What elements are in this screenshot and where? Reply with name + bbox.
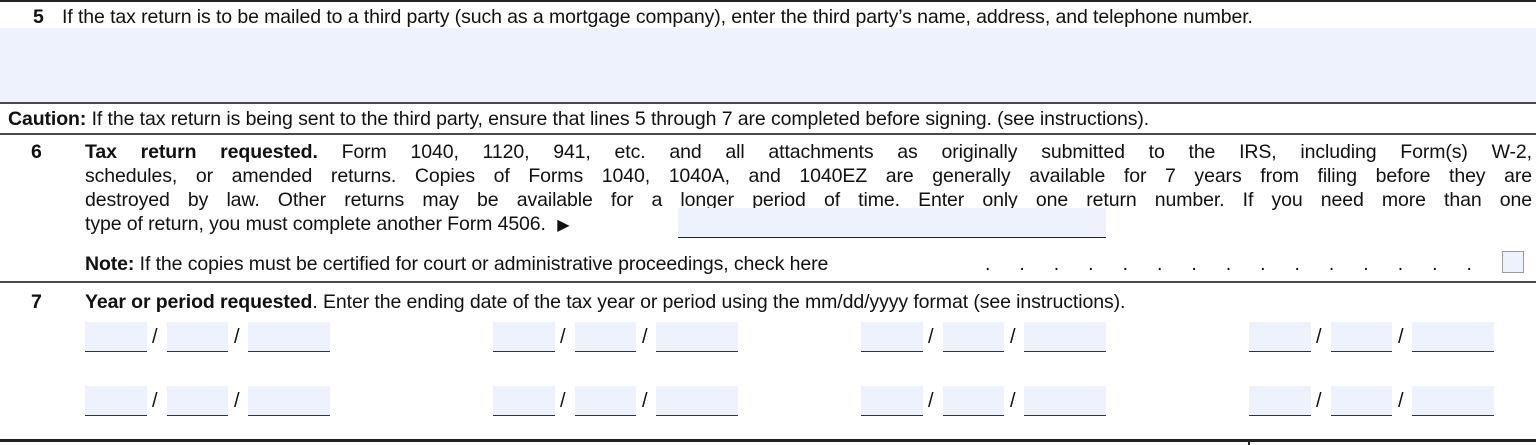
note-body: If the copies must be certified for cour… xyxy=(134,253,829,275)
year-input[interactable] xyxy=(248,386,330,416)
year-input[interactable] xyxy=(656,386,738,416)
date-separator: / xyxy=(152,326,158,348)
date-field-6: / / xyxy=(493,386,743,416)
caution-text: Caution: If the tax return is being sent… xyxy=(8,107,1149,131)
date-field-7: / / xyxy=(861,386,1111,416)
year-input[interactable] xyxy=(1412,386,1494,416)
date-separator: / xyxy=(1398,390,1404,412)
year-input[interactable] xyxy=(1412,322,1494,352)
day-input[interactable] xyxy=(943,386,1004,416)
top-rule xyxy=(0,0,1536,2)
return-number-input[interactable] xyxy=(678,208,1106,238)
day-input[interactable] xyxy=(1331,386,1392,416)
line-6-text-2: schedules, or amended returns. Copies of… xyxy=(85,165,1532,187)
date-separator: / xyxy=(1316,326,1322,348)
line-6-paragraph: Tax return requested. Form 1040, 1120, 9… xyxy=(85,140,1532,212)
caution-body: If the tax return is being sent to the t… xyxy=(86,108,1150,130)
year-input[interactable] xyxy=(1024,322,1106,352)
date-separator: / xyxy=(152,390,158,412)
line-7-title: Year or period requested xyxy=(85,291,313,313)
line-5-instruction: If the tax return is to be mailed to a t… xyxy=(62,6,1253,28)
date-separator: / xyxy=(560,326,566,348)
line-6-number: 6 xyxy=(31,141,42,163)
third-party-info-field[interactable] xyxy=(0,28,1536,102)
certified-note: Note: If the copies must be certified fo… xyxy=(85,252,828,276)
day-input[interactable] xyxy=(575,386,636,416)
column-tick xyxy=(1248,439,1250,445)
line-6-rule xyxy=(0,281,1536,283)
caution-label: Caution: xyxy=(8,108,87,130)
day-input[interactable] xyxy=(943,322,1004,352)
date-field-2: / / xyxy=(493,322,743,352)
line-6-text-4: type of return, you must complete anothe… xyxy=(85,213,570,235)
date-separator: / xyxy=(642,390,648,412)
date-separator: / xyxy=(928,326,934,348)
month-input[interactable] xyxy=(861,386,923,416)
date-separator: / xyxy=(1010,390,1016,412)
date-separator: / xyxy=(1010,326,1016,348)
date-separator: / xyxy=(234,390,240,412)
month-input[interactable] xyxy=(861,322,923,352)
month-input[interactable] xyxy=(85,386,147,416)
line-6-title: Tax return requested. xyxy=(85,141,318,163)
arrow-right-icon: ▶ xyxy=(557,217,570,234)
caution-rule xyxy=(0,133,1536,135)
leader-dots: ............... xyxy=(985,253,1472,275)
line-7-number: 7 xyxy=(31,291,42,313)
date-separator: / xyxy=(234,326,240,348)
day-input[interactable] xyxy=(1331,322,1392,352)
line-6-text-1: Tax return requested. Form 1040, 1120, 9… xyxy=(85,141,1532,163)
date-separator: / xyxy=(560,390,566,412)
date-field-5: / / xyxy=(85,386,335,416)
line-6-text-3: destroyed by law. Other returns may be a… xyxy=(85,189,1532,211)
line-5-rule xyxy=(0,102,1536,104)
day-input[interactable] xyxy=(575,322,636,352)
date-separator: / xyxy=(1316,390,1322,412)
month-input[interactable] xyxy=(85,322,147,352)
line-5-number: 5 xyxy=(33,6,44,28)
month-input[interactable] xyxy=(1249,386,1311,416)
date-field-3: / / xyxy=(861,322,1111,352)
line-7-body: . Enter the ending date of the tax year … xyxy=(312,291,1126,313)
date-field-1: / / xyxy=(85,322,335,352)
certified-copies-checkbox[interactable] xyxy=(1502,251,1524,273)
date-separator: / xyxy=(928,390,934,412)
year-input[interactable] xyxy=(656,322,738,352)
date-separator: / xyxy=(642,326,648,348)
year-input[interactable] xyxy=(1024,386,1106,416)
date-field-8: / / xyxy=(1249,386,1499,416)
year-input[interactable] xyxy=(248,322,330,352)
month-input[interactable] xyxy=(493,322,555,352)
day-input[interactable] xyxy=(167,386,228,416)
note-label: Note: xyxy=(85,253,135,275)
bottom-rule xyxy=(0,439,1536,442)
line-7-instruction: Year or period requested. Enter the endi… xyxy=(85,290,1125,314)
month-input[interactable] xyxy=(493,386,555,416)
month-input[interactable] xyxy=(1249,322,1311,352)
date-field-4: / / xyxy=(1249,322,1499,352)
date-separator: / xyxy=(1398,326,1404,348)
day-input[interactable] xyxy=(167,322,228,352)
